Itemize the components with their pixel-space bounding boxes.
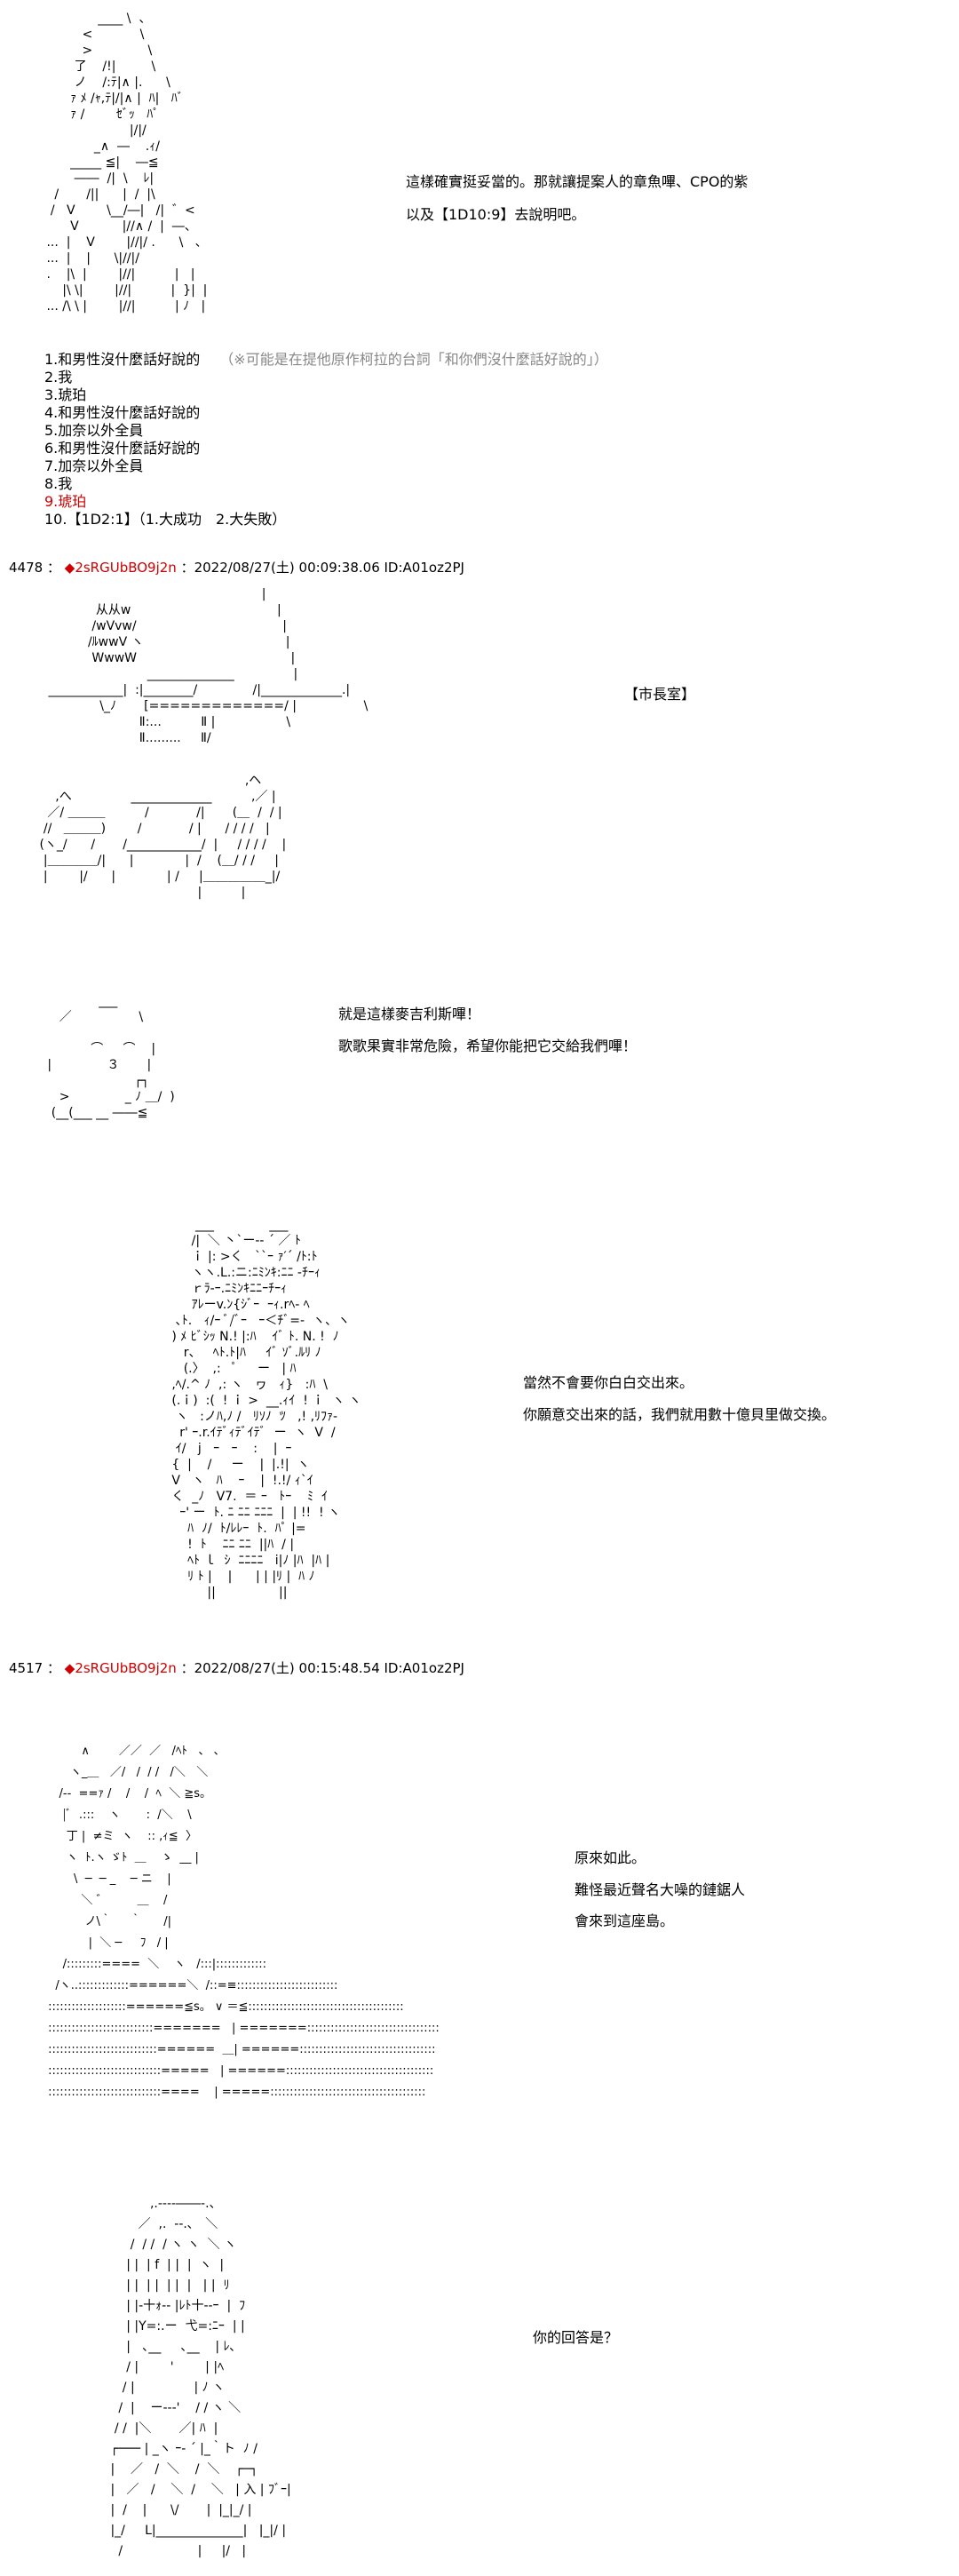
ascii-art-speaker: ___ ／ \ ⌒ ⌒ | | ３ | ┌┐ > _ ﾉ ＿/ ) (__(__…	[47, 994, 175, 1120]
dialogue-line: 難怪最近聲名大噪的鏈鋸人	[575, 1881, 746, 1898]
ascii-art-character: ___ ___ /| ＼ 丶`ー-‐ ´ ／ ﾄ ｉ |: >く ``ｰ ｧ′´…	[171, 1218, 361, 1600]
tripcode: 2sRGUbBO9j2n	[75, 1660, 177, 1676]
dialogue-line: 原來如此。	[575, 1849, 646, 1866]
ascii-art-sofas: ,ヘ ,へ _____________ ,／ | ／/ ＿＿＿ / /| (＿ …	[39, 774, 287, 900]
post-meta: ：2022/08/27(土) 00:15:48.54 ID:A01oz2PJ	[180, 1660, 464, 1676]
list-item: 2.我	[44, 369, 73, 386]
separator: ：	[46, 560, 60, 576]
list-item-text: 1.和男性沒什麼話好說的	[44, 351, 201, 368]
post-number[interactable]: 4478	[9, 560, 44, 576]
dialogue-line: 你願意交出來的話，我們就用數十億貝里做交換。	[523, 1406, 836, 1423]
ascii-art-character: ____ \ 、 < \ > \ 了 /!| \ ノ /:ﾃ|∧ |. \ ｧ …	[46, 12, 208, 314]
trip-diamond-icon: ◆	[64, 560, 75, 576]
ascii-art-office: | 从从w | /wVvw/ | /ﾙwwV ヽ | WwwW	[48, 587, 369, 745]
list-item: 7.加奈以外全員	[44, 457, 144, 474]
trip-diamond-icon: ◆	[64, 1660, 75, 1676]
dialogue-line: 當然不會要你白白交出來。	[523, 1374, 694, 1391]
ascii-art-character: ,.-‐‐-――-.、 ／ ,. ‐-.､ ＼ / / / / ヽ ヽ ＼ ヽ …	[110, 2197, 291, 2558]
post-number[interactable]: 4517	[9, 1660, 44, 1676]
list-item-note: （※可能是在提他原作柯拉的台詞「和你們沒什麼話好說的」）	[219, 351, 608, 368]
list-item: 6.和男性沒什麼話好說的	[44, 440, 201, 457]
question-line: 你的回答是？	[533, 2329, 619, 2346]
list-item: 10.【1D2:1】（1.大成功 2.大失敗）	[44, 511, 287, 528]
post-meta: ：2022/08/27(土) 00:09:38.06 ID:A01oz2PJ	[180, 560, 464, 576]
list-item: 1.和男性沒什麼話好說的 （※可能是在提他原作柯拉的台詞「和你們沒什麼話好說的」）	[44, 351, 608, 369]
list-item: 3.琥珀	[44, 386, 87, 403]
dialogue-line: 就是這樣麥吉利斯嗶！	[338, 1006, 481, 1022]
list-item: 8.我	[44, 475, 73, 492]
post-header: 4478 ： ◆2sRGUbBO9j2n ：2022/08/27(土) 00:0…	[9, 558, 464, 576]
narration-line: 以及【1D10:9】去說明吧。	[406, 206, 586, 223]
list-item: 5.加奈以外全員	[44, 422, 144, 439]
separator: ：	[46, 1660, 60, 1676]
location-label: 【市長室】	[624, 686, 696, 703]
list-item-highlighted: 9.琥珀	[44, 493, 87, 510]
dialogue-line: 會來到這座島。	[575, 1912, 675, 1929]
ascii-art-character: ∧ ／／ ／ /ﾍﾄ 、 、 ヽ_＿ ／/ / / / /＼ ＼ /‐- ==ｧ…	[48, 1745, 440, 2099]
tripcode: 2sRGUbBO9j2n	[75, 560, 177, 576]
list-item: 4.和男性沒什麼話好說的	[44, 404, 201, 421]
post-header: 4517 ： ◆2sRGUbBO9j2n ：2022/08/27(土) 00:1…	[9, 1658, 464, 1677]
dialogue-line: 歌歌果實非常危險，希望你能把它交給我們嗶！	[338, 1038, 638, 1054]
narration-line: 這樣確實挺妥當的。那就讓提案人的章魚嗶、CPO的紫	[406, 173, 749, 190]
